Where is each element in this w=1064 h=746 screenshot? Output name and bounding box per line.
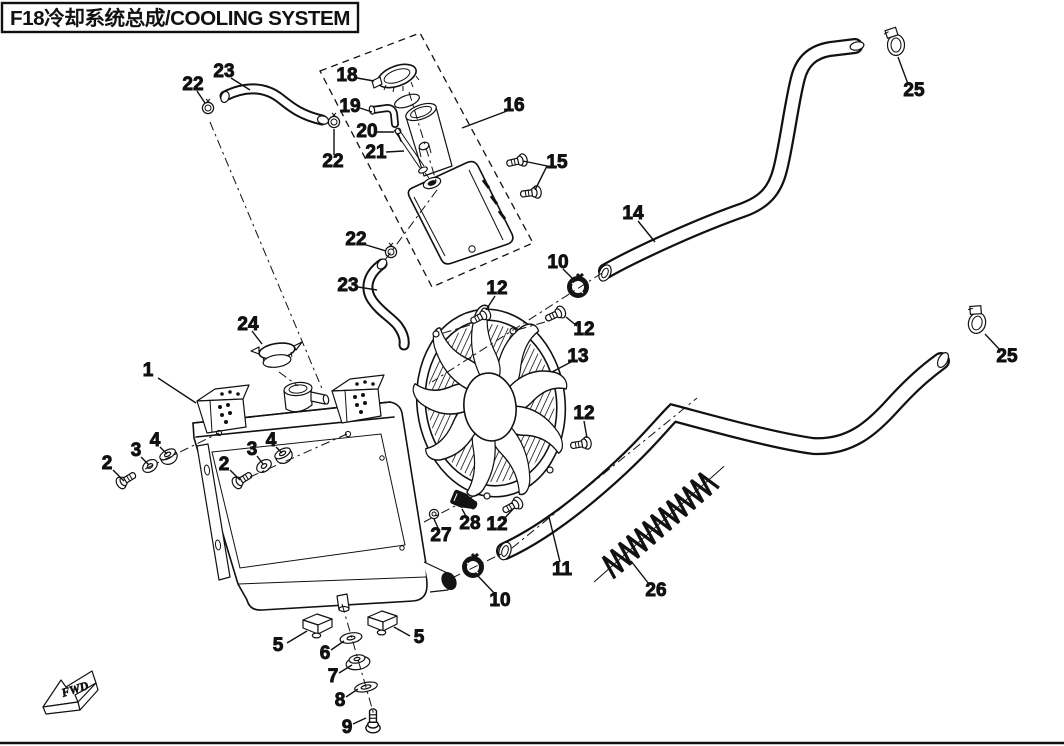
callout-10a: 10	[547, 252, 568, 273]
callout-1: 1	[143, 360, 154, 381]
callout-22c: 22	[345, 229, 366, 250]
bottom-mount-stack	[339, 632, 381, 734]
alignment-lines	[144, 91, 603, 716]
tank-neck-gasket	[394, 93, 420, 109]
fan-mount-hole	[483, 492, 491, 500]
callout-3b: 3	[247, 439, 258, 460]
callout-16: 16	[503, 95, 524, 116]
hose-centerline	[511, 397, 698, 549]
callout-12c: 12	[573, 403, 594, 424]
callout-6: 6	[320, 643, 331, 664]
fan-mount-hole	[432, 330, 440, 338]
radiator-core	[211, 433, 406, 569]
hose-spring	[593, 465, 725, 583]
callout-13: 13	[567, 346, 588, 367]
callout-23b: 23	[337, 275, 358, 296]
radiator-bracket-right	[331, 374, 385, 438]
callout-8: 8	[335, 690, 346, 711]
overflow-hose-upper	[219, 83, 330, 126]
radiator	[192, 374, 457, 613]
callout-2b: 2	[219, 454, 230, 475]
radiator-bracket-left	[196, 384, 250, 437]
tank-cap	[371, 63, 420, 93]
callout-10b: 10	[489, 590, 510, 611]
sensor-washer	[428, 508, 440, 520]
lower-radiator-hose	[496, 352, 950, 561]
callout-4a: 4	[150, 430, 161, 451]
tank-level-marks	[481, 179, 507, 220]
fan-mount-hole	[546, 466, 554, 474]
callout-21: 21	[365, 142, 387, 163]
callout-3a: 3	[131, 440, 142, 461]
callout-28: 28	[459, 513, 480, 534]
callout-23a: 23	[213, 61, 234, 82]
callout-5b: 5	[414, 627, 425, 648]
callout-18: 18	[336, 65, 357, 86]
callout-25a: 25	[903, 80, 925, 101]
upper-radiator-hose	[598, 38, 865, 282]
callout-22b: 22	[322, 151, 343, 172]
callout-14: 14	[622, 203, 644, 224]
overflow-hose-lower	[362, 258, 410, 351]
callout-27: 27	[430, 525, 451, 546]
callout-22a: 22	[182, 74, 203, 95]
callout-25b: 25	[996, 346, 1018, 367]
leader-lines	[112, 56, 1001, 725]
callout-24: 24	[237, 314, 259, 335]
callout-2a: 2	[102, 453, 113, 474]
callout-12b: 12	[573, 319, 594, 340]
diagram-title: F18冷却系统总成/COOLING SYSTEM	[10, 6, 350, 30]
callout-11: 11	[552, 559, 573, 580]
cooling-fan	[412, 304, 568, 500]
fan-hub	[463, 372, 517, 442]
callout-9: 9	[342, 717, 353, 738]
temp-sensor	[450, 489, 478, 510]
radiator-filler-neck	[283, 381, 330, 413]
callout-5a: 5	[273, 635, 284, 656]
callout-7: 7	[328, 666, 339, 687]
callouts: 1 2 3 4 2 3 4 5 5 6 7 8 9 10 10 11 12 12…	[101, 61, 1018, 739]
callout-12d: 12	[486, 514, 507, 535]
radiator-outlet-opening	[441, 571, 457, 591]
radiator-side-bracket	[196, 443, 231, 581]
callout-20: 20	[356, 121, 377, 142]
callout-19: 19	[339, 96, 360, 117]
callout-12a: 12	[486, 278, 507, 299]
siphon-tube	[393, 127, 430, 179]
radiator-cap	[250, 341, 303, 368]
callout-15: 15	[546, 152, 568, 173]
callout-4b: 4	[266, 430, 277, 451]
expansion-tank	[394, 93, 514, 265]
title-box	[0, 1, 360, 34]
callout-26: 26	[645, 580, 666, 601]
